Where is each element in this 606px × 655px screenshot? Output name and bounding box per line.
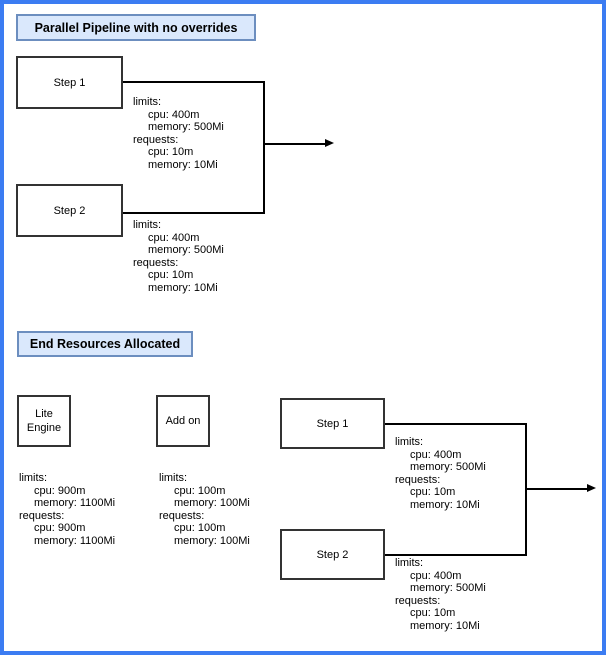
section-title-end-resources: End Resources Allocated (17, 331, 193, 357)
resource-line: limits: (159, 472, 188, 484)
resource-block-step2-end: limits: cpu: 400m memory: 500Mi requests… (395, 557, 486, 633)
resource-line: limits: (395, 436, 424, 448)
arrow-head-icon (325, 139, 334, 147)
resource-line: cpu: 400m (148, 108, 200, 121)
merge-line-bottom (525, 423, 527, 556)
arrow-line-top (264, 143, 325, 145)
resource-line: requests: (395, 473, 441, 486)
node-label: Step 2 (316, 548, 349, 561)
resource-line: requests: (19, 509, 65, 522)
resource-line: cpu: 400m (410, 569, 462, 582)
node-label: Step 1 (316, 417, 349, 430)
connector-step1-top (123, 81, 264, 83)
resource-line: limits: (133, 219, 162, 231)
resource-line: memory: 500Mi (410, 461, 486, 474)
node-label: Lite Engine (26, 408, 62, 434)
resource-line: requests: (159, 509, 205, 522)
arrow-line-bottom (526, 488, 587, 490)
resource-line: cpu: 10m (148, 269, 194, 282)
resource-block-add-on: limits: cpu: 100m memory: 100Mi requests… (159, 472, 250, 548)
resource-line: cpu: 400m (148, 231, 200, 244)
section-title-parallel-pipeline: Parallel Pipeline with no overrides (16, 14, 256, 41)
resource-line: cpu: 400m (410, 448, 462, 461)
resource-line: memory: 10Mi (410, 619, 480, 632)
resource-line: cpu: 100m (174, 484, 226, 497)
resource-line: memory: 500Mi (148, 244, 224, 257)
resource-line: cpu: 900m (34, 484, 86, 497)
node-label: Step 1 (53, 76, 86, 89)
resource-line: cpu: 10m (148, 146, 194, 159)
resource-block-lite-engine: limits: cpu: 900m memory: 1100Mi request… (19, 472, 115, 548)
connector-step2-top (123, 212, 264, 214)
resource-line: cpu: 10m (410, 486, 456, 499)
connector-step1-bottom (385, 423, 526, 425)
resource-line: memory: 100Mi (174, 534, 250, 547)
resource-line: memory: 1100Mi (34, 534, 116, 547)
resource-line: memory: 500Mi (410, 582, 486, 595)
resource-line: memory: 10Mi (148, 281, 218, 294)
merge-line-top (263, 81, 265, 214)
resource-line: limits: (395, 557, 424, 569)
node-add-on: Add on (156, 395, 210, 447)
resource-line: memory: 100Mi (174, 497, 250, 510)
resource-line: requests: (395, 594, 441, 607)
resource-line: cpu: 100m (174, 522, 226, 535)
resource-block-step2-top: limits: cpu: 400m memory: 500Mi requests… (133, 219, 224, 295)
resource-block-step1-end: limits: cpu: 400m memory: 500Mi requests… (395, 436, 486, 512)
resource-line: cpu: 10m (410, 607, 456, 620)
resource-line: limits: (19, 472, 48, 484)
resource-block-step1-top: limits: cpu: 400m memory: 500Mi requests… (133, 96, 224, 172)
node-step1-no-overrides: Step 1 (16, 56, 123, 109)
node-step1-end: Step 1 (280, 398, 385, 449)
node-label: Step 2 (53, 204, 86, 217)
resource-line: memory: 10Mi (410, 498, 480, 511)
resource-line: memory: 1100Mi (34, 497, 116, 510)
node-step2-no-overrides: Step 2 (16, 184, 123, 237)
resource-line: cpu: 900m (34, 522, 86, 535)
resource-line: memory: 10Mi (148, 158, 218, 171)
node-label: Add on (165, 415, 201, 427)
arrow-head-icon (587, 484, 596, 492)
resource-line: requests: (133, 133, 179, 146)
connector-step2-bottom (385, 554, 526, 556)
node-step2-end: Step 2 (280, 529, 385, 580)
resource-line: limits: (133, 96, 162, 108)
resource-line: requests: (133, 256, 179, 269)
resource-line: memory: 500Mi (148, 121, 224, 134)
node-lite-engine: Lite Engine (17, 395, 71, 447)
